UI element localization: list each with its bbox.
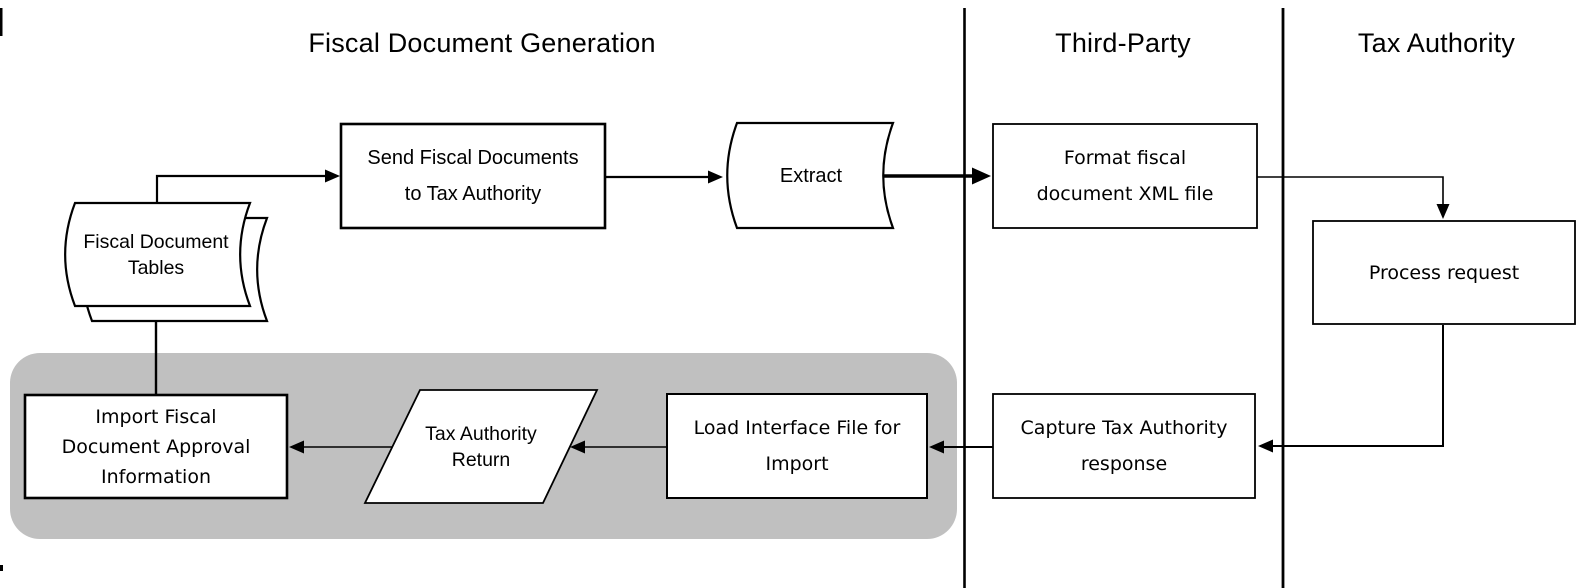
left-edge-artifact: [0, 8, 3, 36]
connector-process-to-capture: [1272, 325, 1444, 447]
node-send-fiscal-documents: [339, 122, 607, 230]
lane-title-tax-authority: Tax Authority: [1357, 27, 1516, 58]
node-load-interface-file: [666, 393, 928, 499]
lane-title-third-party: Third-Party: [1055, 27, 1191, 58]
arrowhead-extract-to-format: [972, 167, 991, 185]
connector-tables-to-send: [155, 174, 327, 204]
arrowhead-return-to-import: [289, 440, 304, 454]
arrowhead-format-to-process: [1436, 204, 1450, 219]
connector-format-to-process: [1257, 176, 1444, 204]
lane-title-fiscal-document-generation: Fiscal Document Generation: [308, 27, 656, 58]
arrowhead-tables-to-send: [325, 169, 340, 183]
arrowhead-send-to-extract: [708, 170, 723, 184]
node-process-request: [1312, 220, 1576, 325]
node-format-fiscal-xml: [992, 123, 1258, 229]
node-import-approval-info: [23, 393, 289, 500]
node-capture-response: [992, 393, 1256, 499]
arrowhead-process-to-capture: [1258, 439, 1273, 453]
node-extract: [726, 121, 895, 230]
bottom-left-artifact: [0, 565, 3, 571]
node-tax-authority-return: [363, 389, 599, 504]
node-fiscal-document-tables: [64, 201, 252, 308]
arrowhead-load-to-return: [570, 440, 585, 454]
arrowhead-capture-to-load: [929, 440, 944, 454]
